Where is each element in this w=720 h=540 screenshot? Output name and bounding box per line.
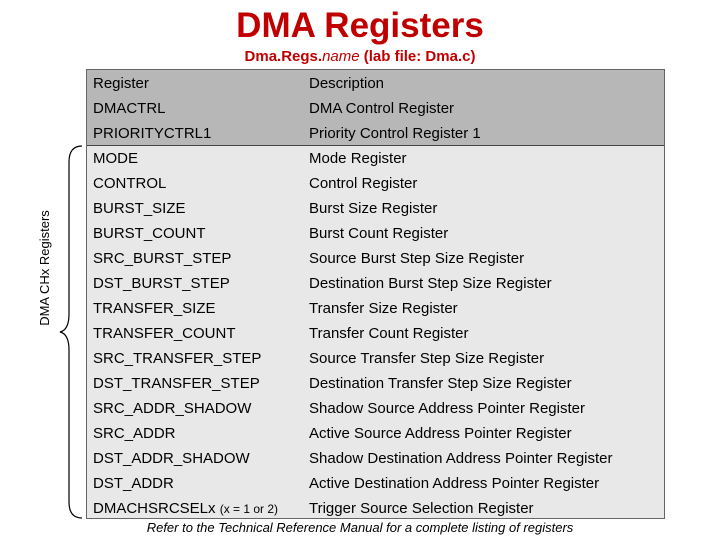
register-label: DST_ADDR_SHADOW [93,450,250,467]
register-description: Active Destination Address Pointer Regis… [309,475,600,492]
register-label: DST_ADDR [93,475,174,492]
table-row: DMACHSRCSELx (x = 1 or 2) Trigger Source … [87,496,664,521]
register-description: Control Register [309,175,418,192]
register-description: Source Burst Step Size Register [309,250,525,267]
register-description: Trigger Source Selection Register [309,500,534,517]
register-description: Priority Control Register 1 [309,125,481,142]
subtitle-suffix: (lab file: Dma.c) [359,48,476,65]
table-row: SRC_ADDR Active Source Address Pointer Re… [87,421,664,446]
register-label: PRIORITYCTRL1 [93,125,212,142]
footer-note: Refer to the Technical Reference Manual … [146,520,574,535]
register-name: MODE [93,146,138,171]
page-subtitle: Dma.Regs.name (lab file: Dma.c) [0,48,720,65]
register-description: Transfer Size Register [309,300,458,317]
register-label: DMACTRL [93,100,166,117]
register-name: SRC_ADDR [93,421,176,446]
register-name: BURST_SIZE [93,196,186,221]
register-description: Burst Size Register [309,200,438,217]
register-name: PRIORITYCTRL1 [93,121,211,146]
brace-bracket [59,145,83,519]
register-label: BURST_SIZE [93,200,186,217]
register-name: SRC_BURST_STEP [93,246,231,271]
register-note: (x = 1 or 2) [219,502,279,516]
register-description: Transfer Count Register [309,325,469,342]
table-row: DST_ADDR_SHADOW Shadow Destination Addres… [87,446,664,471]
register-name: DMACTRL [93,96,166,121]
side-label: DMA CHx Registers [37,210,52,326]
register-description: DMA Control Register [309,100,455,117]
register-name: DST_TRANSFER_STEP [93,371,260,396]
table-row: PRIORITYCTRL1 Priority Control Register 1 [87,121,664,146]
register-name: SRC_TRANSFER_STEP [93,346,261,371]
register-name: DST_BURST_STEP [93,271,230,296]
register-label: CONTROL [93,175,167,192]
register-description: Destination Burst Step Size Register [309,275,552,292]
table-row: SRC_BURST_STEP Source Burst Step Size Reg… [87,246,664,271]
table-row: MODE Mode Register [87,146,664,171]
register-name: DST_ADDR [93,471,174,496]
register-description: Mode Register [309,150,407,167]
register-table: Register Description DMACTRL DMA Control … [86,69,665,519]
register-description: Active Source Address Pointer Register [309,425,572,442]
table-row: TRANSFER_SIZE Transfer Size Register [87,296,664,321]
table-row: BURST_SIZE Burst Size Register [87,196,664,221]
register-name: DMACHSRCSELx (x = 1 or 2) [93,496,278,522]
register-label: DST_TRANSFER_STEP [93,375,260,392]
table-header-row: Register Description [87,71,664,96]
register-label: SRC_ADDR [93,425,176,442]
register-name: BURST_COUNT [93,221,206,246]
table-row: TRANSFER_COUNT Transfer Count Register [87,321,664,346]
register-description: Shadow Destination Address Pointer Regis… [309,450,613,467]
header-description: Description [309,75,385,92]
register-label: SRC_ADDR_SHADOW [93,400,252,417]
table-row: SRC_TRANSFER_STEP Source Transfer Step Si… [87,346,664,371]
register-label: MODE [93,150,138,167]
table-row: CONTROL Control Register [87,171,664,196]
register-label: SRC_TRANSFER_STEP [93,350,262,367]
register-label: TRANSFER_SIZE [93,300,216,317]
table-row: BURST_COUNT Burst Count Register [87,221,664,246]
register-description: Burst Count Register [309,225,449,242]
register-name: DST_ADDR_SHADOW [93,446,250,471]
header-band [87,70,664,146]
header-register: Register [93,75,149,92]
register-name: CONTROL [93,171,166,196]
register-label: DMACHSRCSELx [93,500,216,517]
register-description: Source Transfer Step Size Register [309,350,545,367]
register-label: BURST_COUNT [93,225,206,242]
register-description: Destination Transfer Step Size Register [309,375,572,392]
register-label: TRANSFER_COUNT [93,325,236,342]
subtitle-prefix: Dma.Regs. [244,48,323,65]
table-row: DST_ADDR Active Destination Address Point… [87,471,664,496]
register-name: TRANSFER_COUNT [93,321,236,346]
register-description: Shadow Source Address Pointer Register [309,400,585,417]
subtitle-name: name [322,48,360,65]
table-row: DST_TRANSFER_STEP Destination Transfer St… [87,371,664,396]
register-label: SRC_BURST_STEP [93,250,232,267]
table-row: SRC_ADDR_SHADOW Shadow Source Address Poi… [87,396,664,421]
register-name: TRANSFER_SIZE [93,296,216,321]
register-name: SRC_ADDR_SHADOW [93,396,251,421]
register-label: DST_BURST_STEP [93,275,230,292]
page-title: DMA Registers [236,6,484,45]
table-row: DMACTRL DMA Control Register [87,96,664,121]
table-row: DST_BURST_STEP Destination Burst Step Siz… [87,271,664,296]
